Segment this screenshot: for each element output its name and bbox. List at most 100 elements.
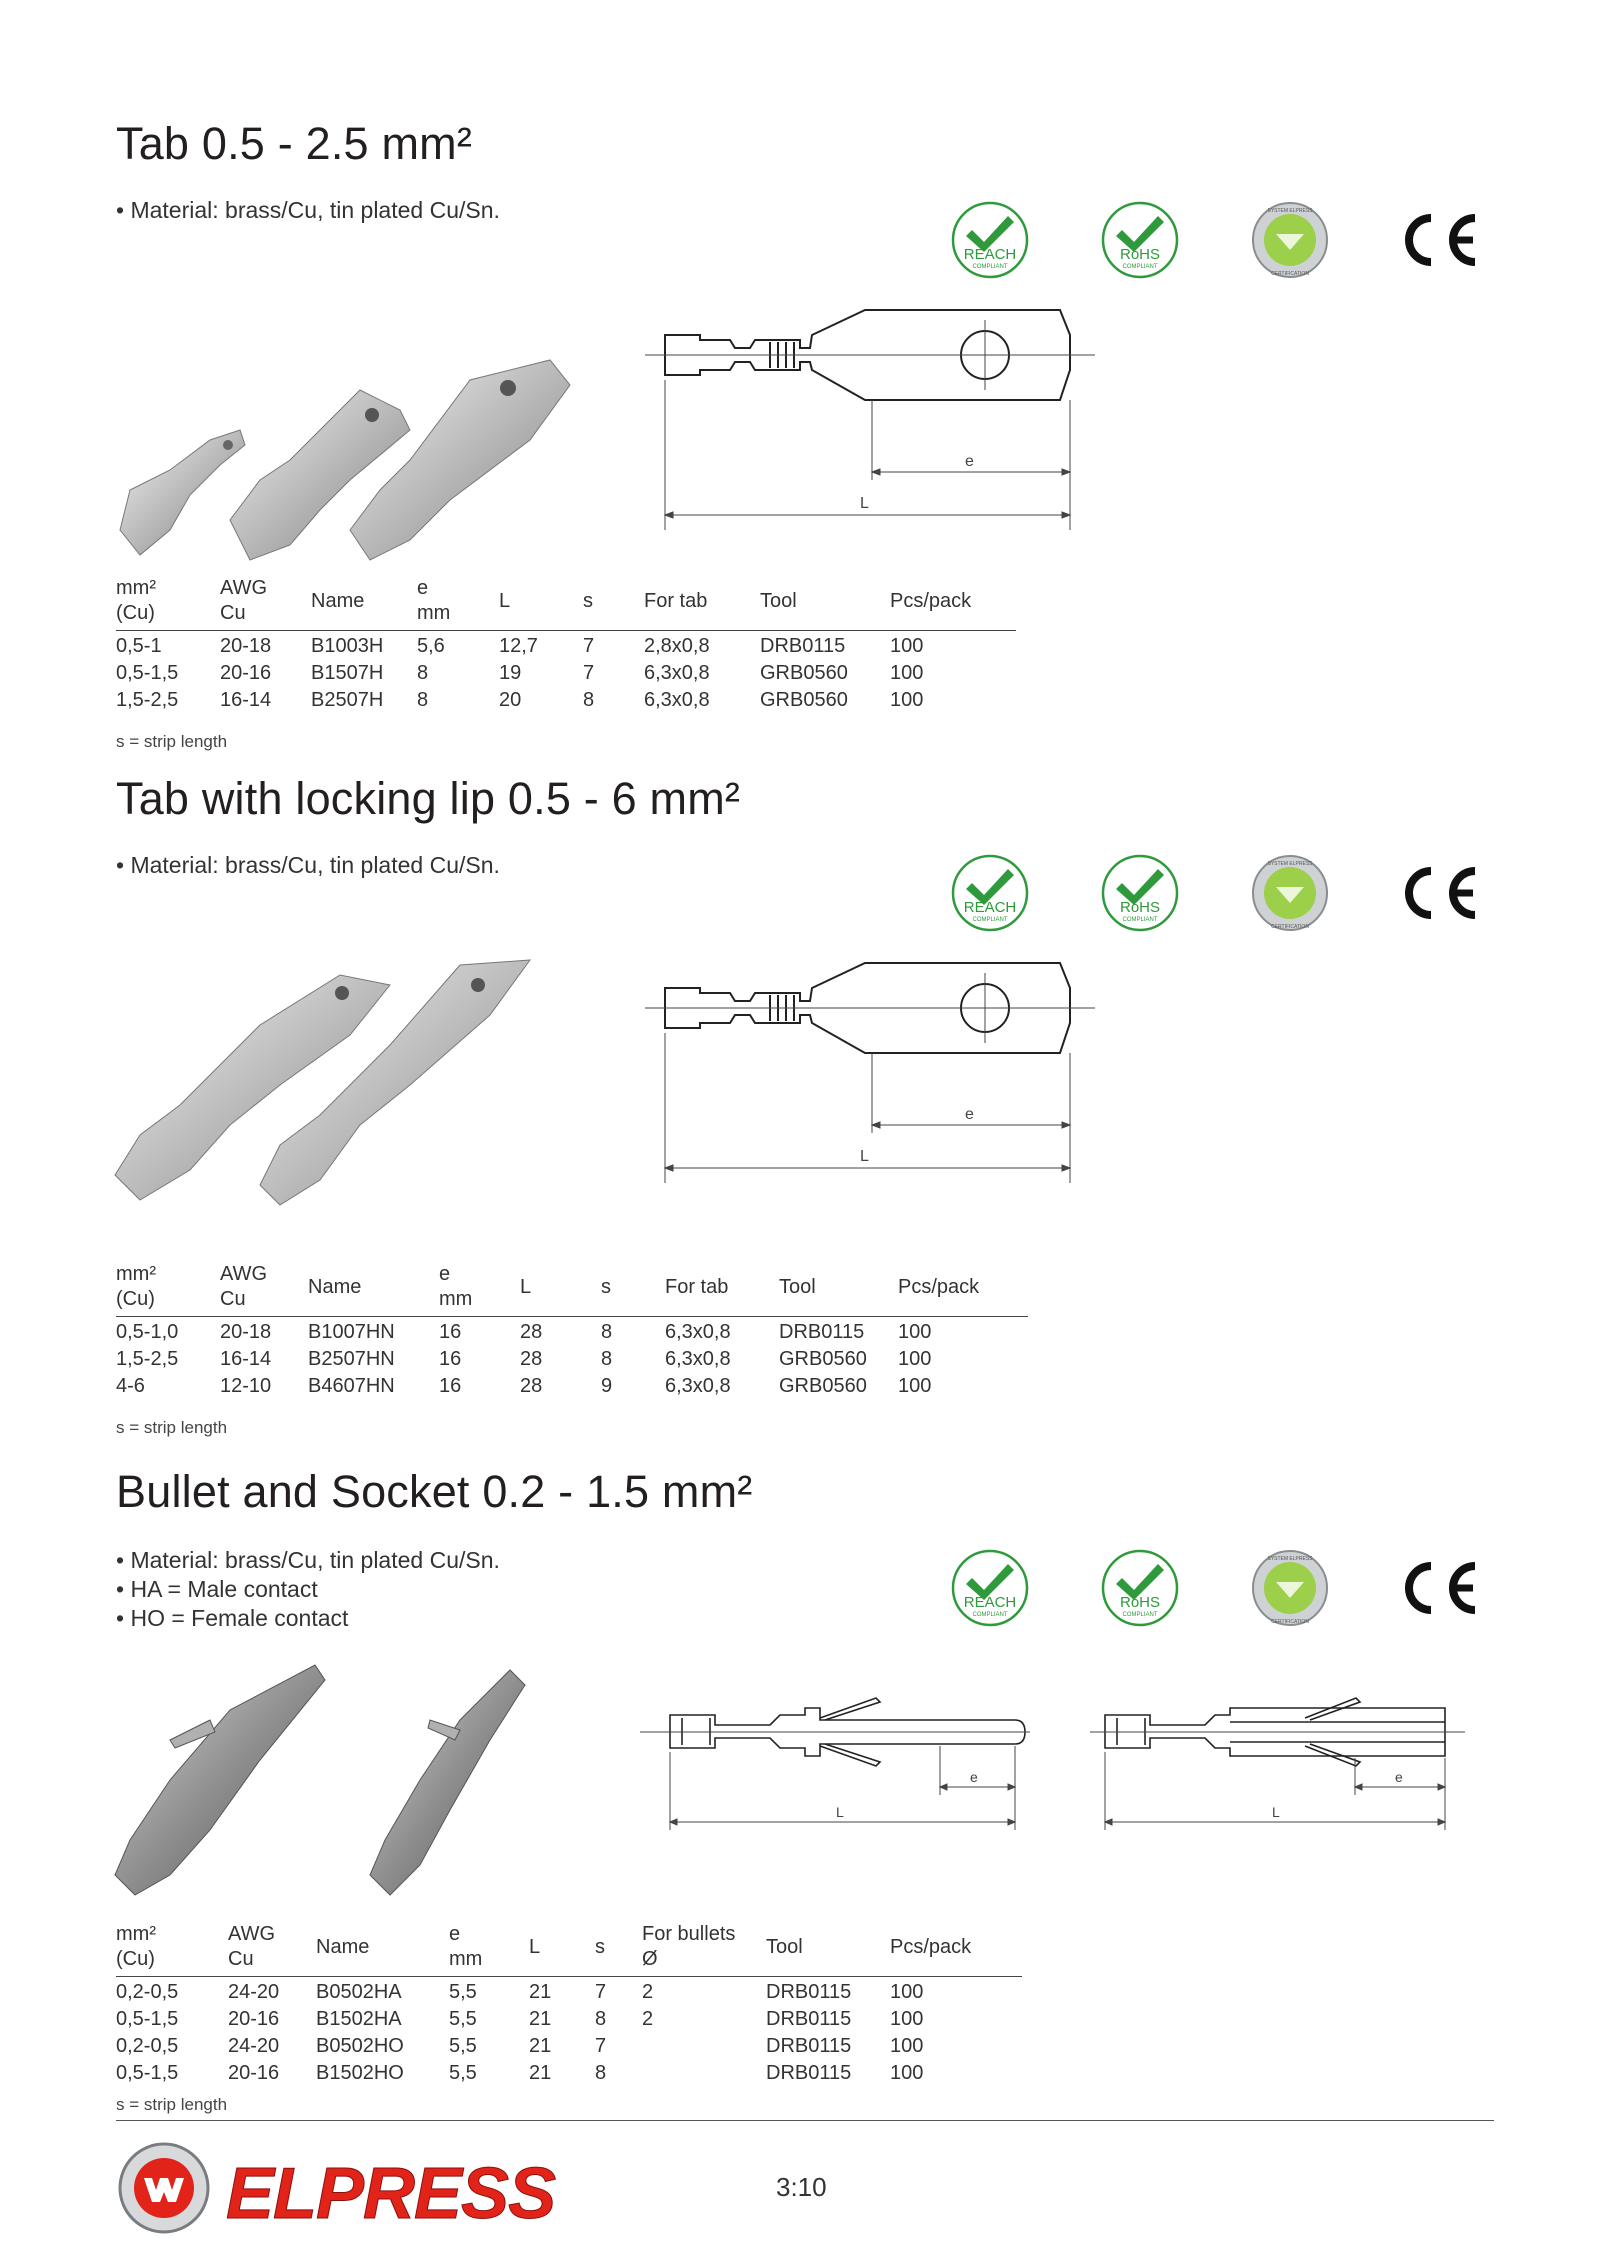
table-cell: 8 (583, 689, 595, 711)
column-header-line: mm (449, 1948, 483, 1970)
svg-text:L: L (1272, 1804, 1280, 1820)
bullet-item: Material: brass/Cu, tin plated Cu/Sn. (116, 851, 499, 880)
table-cell: 100 (890, 2035, 924, 2057)
table-cell: 0,2-0,5 (116, 1981, 179, 2003)
svg-text:REACH: REACH (964, 899, 1017, 916)
table-cell: 20-18 (220, 1321, 272, 1343)
table-cell: 28 (520, 1321, 543, 1343)
table-cell: 7 (595, 2035, 607, 2057)
page-number: 3:10 (776, 2172, 827, 2202)
column-header-line: mm² (116, 577, 156, 599)
column-header-line: Tool (779, 1275, 816, 1298)
column-header-line: Tool (766, 1935, 803, 1958)
elpress-certification-icon: SYSTEM ELPRESS CERTIFICATION (1252, 1550, 1328, 1626)
column-header-line: Pcs/pack (890, 589, 972, 612)
table-cell: DRB0115 (779, 1321, 865, 1343)
table-cell: DRB0115 (766, 2008, 852, 2030)
table-cell: 100 (898, 1375, 932, 1397)
column-header-line: Cu (220, 602, 246, 624)
table-cell: DRB0115 (766, 2035, 852, 2057)
tab-dimension-drawing: e L (645, 309, 1095, 530)
column-header-line: Cu (220, 1288, 246, 1310)
column-header-line: Pcs/pack (890, 1935, 972, 1958)
material-list: Material: brass/Cu, tin plated Cu/Sn. (116, 196, 499, 225)
table-cell: DRB0115 (766, 2062, 852, 2084)
table-cell: 16-14 (220, 1348, 272, 1370)
column-header-line: s (583, 589, 593, 612)
column-header-line: (Cu) (116, 1288, 155, 1310)
table-cell: 100 (890, 662, 924, 684)
ce-mark-icon (1405, 867, 1476, 919)
column-header: For tab (665, 1258, 779, 1317)
table-cell: 16 (439, 1348, 462, 1370)
certification-badges: REACH COMPLIANT RoHS COMPLIANT SYSTEM EL… (950, 853, 1480, 943)
table-cell: GRB0560 (779, 1348, 867, 1370)
svg-text:L: L (836, 1804, 844, 1820)
svg-text:L: L (860, 495, 869, 512)
column-header-line: L (529, 1935, 541, 1958)
svg-text:COMPLIANT: COMPLIANT (972, 917, 1007, 923)
table-cell: B0502HO (316, 2035, 404, 2057)
table-cell: 8 (595, 2062, 607, 2084)
table-cell: 7 (583, 662, 595, 684)
reach-icon: REACH COMPLIANT (951, 1549, 1029, 1627)
bullet-item: Material: brass/Cu, tin plated Cu/Sn. (116, 196, 499, 225)
table-cell: 28 (520, 1348, 543, 1370)
column-header-line: mm (417, 602, 451, 624)
elpress-logo: ELPRESS (118, 2142, 558, 2235)
column-header-line: For tab (665, 1275, 729, 1298)
table-cell: 16 (439, 1321, 462, 1343)
column-header-line: Pcs/pack (898, 1275, 980, 1298)
bullet-male-dimension-drawing: e L (640, 1697, 1030, 1830)
table-cell: 4-6 (116, 1375, 145, 1397)
column-header: Pcs/pack (890, 1918, 1022, 1977)
svg-text:COMPLIANT: COMPLIANT (972, 264, 1007, 270)
column-header: mm²(Cu) (116, 1918, 228, 1977)
column-header-line: Name (308, 1275, 362, 1298)
svg-text:ELPRESS: ELPRESS (226, 2154, 556, 2234)
svg-text:RoHS: RoHS (1120, 1594, 1160, 1611)
svg-text:RoHS: RoHS (1120, 899, 1160, 916)
bullet-item: HO = Female contact (116, 1604, 500, 1633)
table-cell: B1507H (311, 662, 384, 684)
table-cell: 28 (520, 1375, 543, 1397)
column-header-line: mm² (116, 1923, 156, 1945)
table-cell: 1,5-2,5 (116, 1348, 179, 1370)
svg-text:CERTIFICATION: CERTIFICATION (1271, 924, 1309, 930)
column-header-line: e (449, 1923, 461, 1945)
rohs-icon: RoHS COMPLIANT (1101, 201, 1179, 279)
column-header-line: mm (439, 1288, 473, 1310)
column-header: L (529, 1918, 595, 1977)
column-header-line: s (601, 1275, 611, 1298)
column-header: L (520, 1258, 601, 1317)
table-cell: 5,6 (417, 635, 445, 657)
table-cell: GRB0560 (760, 689, 848, 711)
table-cell: 21 (529, 2062, 552, 2084)
bullet-socket-photo (114, 1664, 526, 1896)
locking-lip-dimension-drawing: e L (645, 962, 1095, 1183)
table-cell: 16 (439, 1375, 462, 1397)
svg-text:REACH: REACH (964, 246, 1017, 263)
table-cell: 100 (898, 1321, 932, 1343)
table-cell: 6,3x0,8 (644, 689, 710, 711)
section-title: Bullet and Socket 0.2 - 1.5 mm² (116, 1466, 753, 1517)
table-cell: 8 (601, 1348, 613, 1370)
column-header-line: AWG (220, 577, 268, 599)
column-header: Pcs/pack (890, 572, 1016, 631)
table-cell: 20 (499, 689, 522, 711)
table-cell: 5,5 (449, 2062, 477, 2084)
table-cell: 12-10 (220, 1375, 272, 1397)
table-cell: 100 (890, 635, 924, 657)
bullet-item: HA = Male contact (116, 1575, 500, 1604)
reach-icon: REACH COMPLIANT (951, 854, 1029, 932)
strip-length-note: s = strip length (116, 732, 228, 751)
elpress-certification-icon: SYSTEM ELPRESS CERTIFICATION (1252, 202, 1328, 278)
certification-badges: REACH COMPLIANT RoHS COMPLIANT SYSTEM EL… (950, 200, 1480, 290)
column-header-line: (Cu) (116, 602, 155, 624)
table-cell: 6,3x0,8 (665, 1321, 731, 1343)
